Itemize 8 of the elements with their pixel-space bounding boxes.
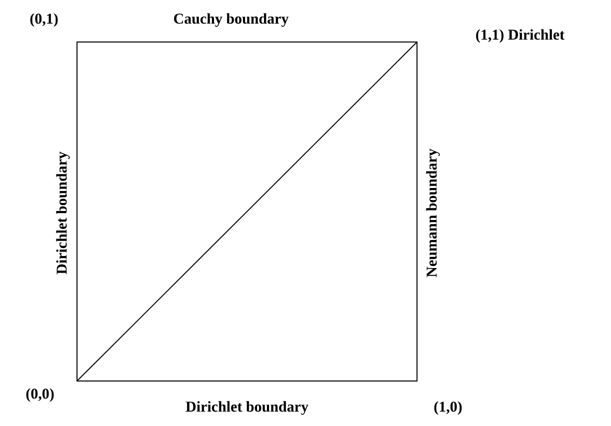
corner-label: (0,1) <box>30 13 58 27</box>
boundary-label: Cauchy boundary <box>174 13 289 27</box>
boundary-label: Dirichlet boundary <box>56 152 70 274</box>
corner-label: (0,0) <box>26 388 54 402</box>
corner-label: (1,0) <box>434 401 462 415</box>
boundary-label: Neumann boundary <box>426 148 440 278</box>
boundary-label: Dirichlet boundary <box>186 401 308 415</box>
corner-label: (1,1) Dirichlet <box>476 29 564 43</box>
